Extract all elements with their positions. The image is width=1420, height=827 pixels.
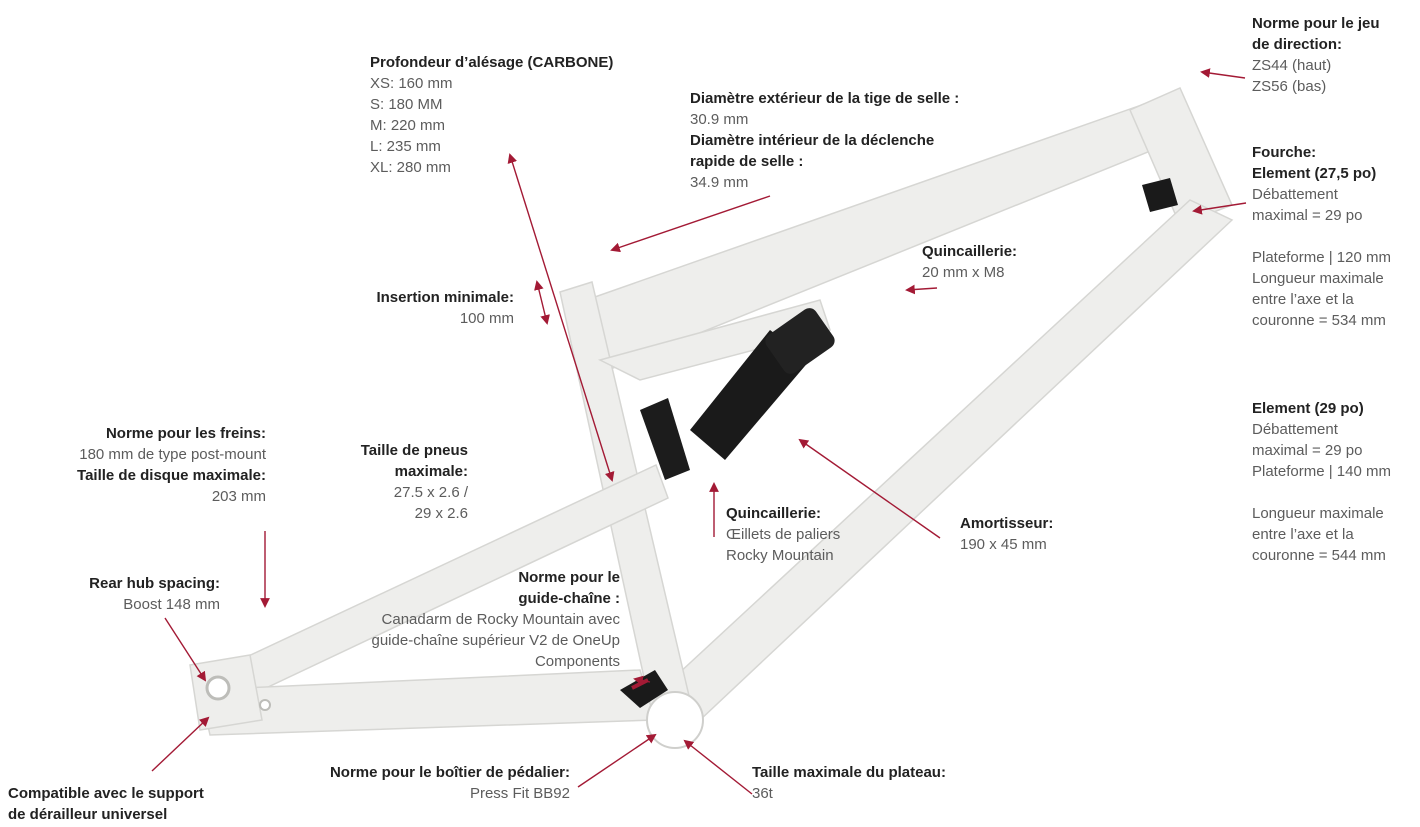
fourche-line: couronne = 534 mm — [1252, 312, 1386, 329]
arrow-tige — [610, 195, 771, 253]
label-alesage: Profondeur d’alésage (CARBONE) XS: 160 m… — [370, 52, 613, 178]
fourche-line: entre l’axe et la — [1252, 291, 1354, 308]
boitier-value: Press Fit BB92 — [469, 785, 570, 802]
label-plateau: Taille maximale du plateau: 36t — [752, 762, 946, 804]
top-brace — [597, 299, 831, 381]
arrow-amort — [798, 438, 941, 539]
freins-title2: Taille de disque maximale: — [77, 467, 266, 484]
alesage-line: L: 235 mm — [370, 138, 441, 155]
rear-axle — [205, 675, 231, 701]
derailleur-title: de dérailleur universel — [8, 806, 168, 823]
arrow-guide — [633, 675, 651, 686]
arrow-quinc1 — [905, 284, 938, 295]
tige-title: Diamètre extérieur de la tige de selle : — [690, 90, 960, 107]
amort-title: Amortisseur: — [960, 515, 1054, 532]
jeu-title: Norme pour le jeu — [1252, 15, 1380, 32]
arrow-plateau — [683, 739, 753, 795]
alesage-line: S: 180 MM — [370, 96, 443, 113]
label-quinc1: Quincaillerie: 20 mm x M8 — [922, 241, 1017, 283]
plateau-value: 36t — [752, 785, 773, 802]
guide-title: guide-chaîne : — [518, 590, 620, 607]
fourche-line: maximal = 29 po — [1252, 442, 1363, 459]
tige-value2: 34.9 mm — [690, 174, 749, 191]
jeu-line: ZS44 (haut) — [1252, 57, 1332, 74]
alesage-line: M: 220 mm — [370, 117, 446, 134]
freins-title: Norme pour les freins: — [105, 425, 266, 442]
callout-arrows — [151, 68, 1247, 795]
chain-guide — [620, 670, 668, 708]
fourche-line: Longueur maximale — [1252, 505, 1384, 522]
fourche-line: couronne = 544 mm — [1252, 547, 1386, 564]
tige-value: 30.9 mm — [690, 111, 749, 128]
arrow-derailleur — [151, 716, 210, 772]
insertion-value: 100 mm — [459, 310, 514, 327]
guide-line: Components — [534, 653, 620, 670]
label-fourche-29: Element (29 po) Débattement maximal = 29… — [1252, 398, 1391, 566]
arrow-moyeu — [164, 617, 207, 682]
head-tube — [1129, 87, 1234, 226]
quinc2-title: Quincaillerie: — [726, 505, 822, 522]
pneus-title: Taille de pneus — [360, 442, 468, 459]
insertion-title: Insertion minimale: — [376, 289, 514, 306]
fourche-line: entre l’axe et la — [1252, 526, 1354, 543]
label-tige: Diamètre extérieur de la tige de selle :… — [690, 88, 959, 193]
guide-line: Canadarm de Rocky Mountain avec — [381, 611, 620, 628]
jeu-line: ZS56 (bas) — [1252, 78, 1327, 95]
label-jeu: Norme pour le jeu de direction: ZS44 (ha… — [1252, 13, 1380, 97]
fourche-line: Plateforme | 140 mm — [1252, 463, 1391, 480]
jeu-title: de direction: — [1252, 36, 1343, 53]
arrow-insertion — [534, 280, 550, 325]
fourche-275-title: Element (27,5 po) — [1252, 165, 1377, 182]
alesage-line: XL: 280 mm — [370, 159, 451, 176]
rear-shock — [640, 308, 835, 480]
arrow-fourche — [1192, 202, 1247, 215]
fourche-line: maximal = 29 po — [1252, 207, 1363, 224]
pneus-line: 27.5 x 2.6 / — [393, 484, 468, 501]
quinc1-title: Quincaillerie: — [922, 243, 1018, 260]
derailleur-title: Compatible avec le support — [8, 785, 204, 802]
fourche-line: Plateforme | 120 mm — [1252, 249, 1391, 266]
quinc1-value: 20 mm x M8 — [922, 264, 1005, 281]
pneus-title: maximale: — [394, 463, 468, 480]
fourche-29-title: Element (29 po) — [1252, 400, 1364, 417]
quinc2-line: Rocky Mountain — [726, 547, 834, 564]
plateau-title: Taille maximale du plateau: — [752, 764, 946, 781]
arrow-boitier — [577, 733, 657, 788]
fourche-line: Longueur maximale — [1252, 270, 1384, 287]
tige-title2: Diamètre intérieur de la déclenche — [690, 132, 935, 149]
label-pneus: Taille de pneus maximale: 27.5 x 2.6 / 2… — [361, 440, 468, 524]
label-freins: Norme pour les freins: 180 mm de type po… — [77, 423, 266, 507]
guide-line: guide-chaîne supérieur V2 de OneUp — [371, 632, 621, 649]
label-quinc2: Quincaillerie: Œillets de paliers Rocky … — [726, 503, 840, 566]
freins-value: 180 mm de type post-mount — [79, 446, 266, 463]
guide-title: Norme pour le — [518, 569, 620, 586]
label-boitier: Norme pour le boîtier de pédalier: Press… — [330, 762, 570, 804]
label-guide: Norme pour le guide-chaîne : Canadarm de… — [372, 567, 621, 672]
boitier-title: Norme pour le boîtier de pédalier: — [329, 764, 570, 781]
pneus-line: 29 x 2.6 — [414, 505, 468, 522]
label-insertion: Insertion minimale: 100 mm — [376, 287, 514, 329]
label-fourche: Fourche: Element (27,5 po) Débattement m… — [1252, 142, 1391, 331]
dropout-bolt — [259, 699, 271, 711]
arrow-alesage — [507, 153, 615, 482]
fourche-line: Débattement — [1252, 421, 1338, 438]
bottom-bracket — [646, 691, 704, 749]
label-moyeu: Rear hub spacing: Boost 148 mm — [89, 573, 220, 615]
moyeu-value: Boost 148 mm — [123, 596, 220, 613]
arrow-jeu — [1200, 68, 1246, 79]
amort-value: 190 x 45 mm — [960, 536, 1047, 553]
fourche-line: Débattement — [1252, 186, 1338, 203]
headset-cup — [1142, 178, 1178, 212]
tige-title2: rapide de selle : — [690, 153, 804, 170]
fourche-title: Fourche: — [1252, 144, 1317, 161]
label-amort: Amortisseur: 190 x 45 mm — [960, 513, 1053, 555]
alesage-line: XS: 160 mm — [370, 75, 453, 92]
label-derailleur: Compatible avec le support de dérailleur… — [8, 783, 204, 825]
freins-value2: 203 mm — [211, 488, 266, 505]
quinc2-line: Œillets de paliers — [726, 526, 841, 543]
alesage-title: Profondeur d’alésage (CARBONE) — [370, 54, 614, 71]
moyeu-title: Rear hub spacing: — [89, 575, 220, 592]
